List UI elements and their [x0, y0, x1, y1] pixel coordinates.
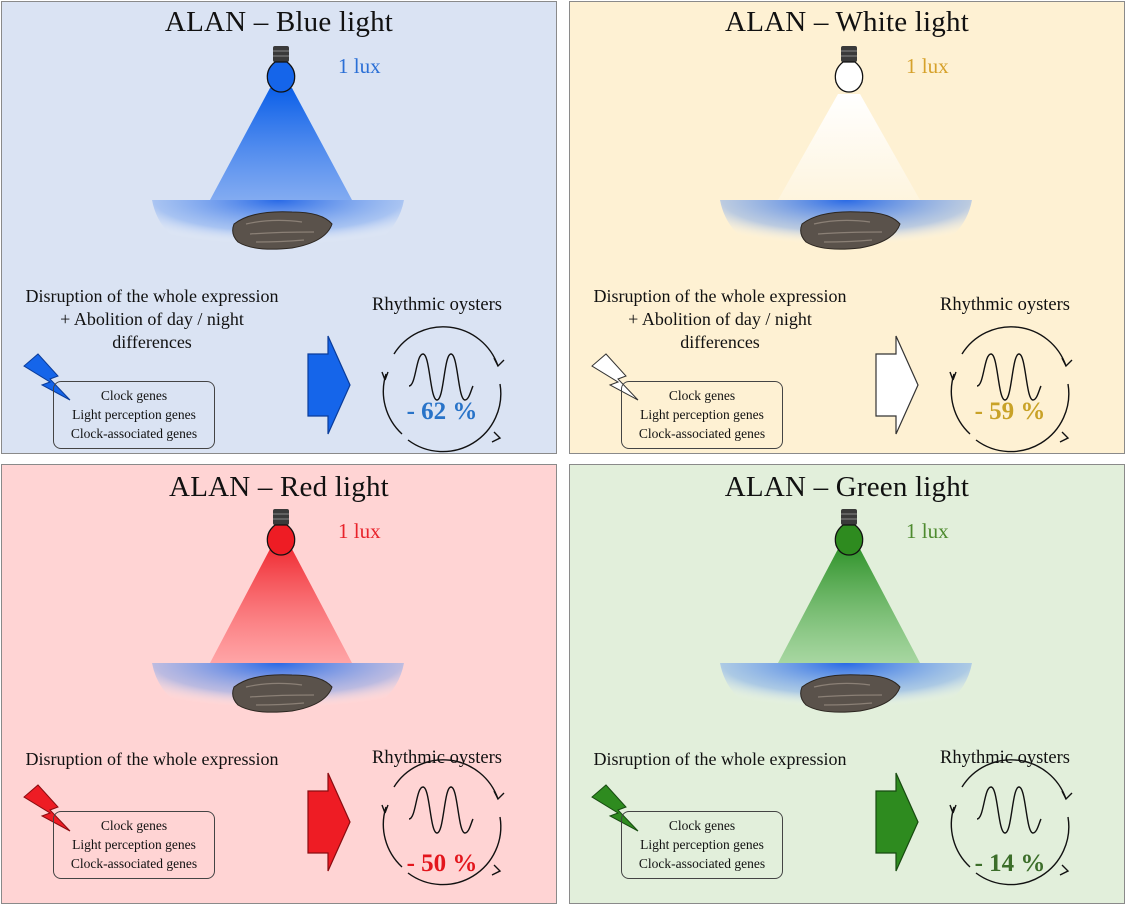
gene-item: Clock genes	[668, 818, 736, 833]
gene-item: Clock genes	[100, 388, 168, 403]
genes-box: Clock genes Light perception genes Clock…	[53, 381, 215, 449]
effect-description: Disruption of the whole expression	[572, 748, 868, 771]
effect-line: Disruption of the whole expression	[25, 749, 279, 769]
genes-box: Clock genes Light perception genes Clock…	[621, 381, 783, 449]
gene-item: Light perception genes	[72, 837, 196, 852]
gene-item: Clock-associated genes	[638, 856, 766, 871]
rhythm-label: Rhythmic oysters	[939, 295, 1070, 315]
rhythm-cycle-icon	[381, 759, 505, 886]
gene-item: Clock-associated genes	[638, 426, 766, 441]
panel-white-light: ALAN – White light 1 lux Disruption of t…	[569, 1, 1125, 454]
effect-arrow-icon	[307, 335, 351, 435]
effect-line: + Abolition of day / night	[60, 309, 244, 329]
gene-item: Light perception genes	[640, 407, 764, 422]
light-bulb-icon	[266, 46, 296, 93]
oyster-icon	[800, 211, 901, 250]
blue-light-scene	[23, 46, 505, 453]
effect-line: Disruption of the whole expression	[593, 749, 847, 769]
effect-description: Disruption of the whole expression + Abo…	[4, 285, 300, 354]
genes-box: Clock genes Light perception genes Clock…	[53, 811, 215, 879]
gene-item: Light perception genes	[640, 837, 764, 852]
effect-line: differences	[680, 332, 760, 352]
rhythmic-percent: - 14 %	[974, 850, 1046, 877]
gene-item: Clock-associated genes	[70, 856, 198, 871]
light-bulb-icon	[834, 509, 864, 556]
effect-arrow-icon	[875, 772, 919, 872]
panel-title: ALAN – Green light	[724, 471, 970, 503]
effect-arrow-icon	[307, 772, 351, 872]
effect-description: Disruption of the whole expression + Abo…	[572, 285, 868, 354]
rhythmic-percent: - 50 %	[406, 850, 478, 877]
gene-item: Clock genes	[668, 388, 736, 403]
effect-line: + Abolition of day / night	[628, 309, 812, 329]
rhythm-label: Rhythmic oysters	[371, 748, 502, 768]
lightning-icon	[23, 784, 71, 832]
panel-title: ALAN – Blue light	[164, 6, 394, 38]
genes-box: Clock genes Light perception genes Clock…	[621, 811, 783, 879]
lux-label: 1 lux	[338, 519, 381, 543]
lux-label: 1 lux	[906, 54, 949, 78]
lux-label: 1 lux	[906, 519, 949, 543]
effect-description: Disruption of the whole expression	[4, 748, 300, 771]
effect-line: differences	[112, 332, 192, 352]
panel-green-light: ALAN – Green light 1 lux Disruption of t…	[569, 464, 1125, 904]
effect-line: Disruption of the whole expression	[593, 286, 847, 306]
rhythm-label: Rhythmic oysters	[939, 748, 1070, 768]
panel-red-light: ALAN – Red light 1 lux Disruption of the…	[1, 464, 557, 904]
effect-line: Disruption of the whole expression	[25, 286, 279, 306]
effect-arrow-icon	[875, 335, 919, 435]
light-beam	[778, 94, 920, 200]
gene-item: Clock genes	[100, 818, 168, 833]
red-light-scene	[23, 509, 505, 886]
lux-label: 1 lux	[338, 54, 381, 78]
rhythm-cycle-icon	[949, 759, 1073, 886]
gene-item: Clock-associated genes	[70, 426, 198, 441]
rhythmic-percent: - 62 %	[406, 398, 478, 425]
panel-blue-light: ALAN – Blue light 1 lux Disruption of th…	[1, 1, 557, 454]
light-bulb-icon	[266, 509, 296, 556]
gene-item: Light perception genes	[72, 407, 196, 422]
lightning-icon	[591, 784, 639, 832]
panel-title: ALAN – Red light	[169, 471, 389, 503]
light-beam	[210, 549, 352, 663]
white-light-scene	[591, 46, 1073, 453]
panel-title: ALAN – White light	[725, 6, 969, 38]
green-light-scene	[591, 509, 1073, 886]
light-beam	[778, 549, 920, 663]
rhythm-cycle-icon	[381, 326, 505, 453]
oyster-icon	[232, 674, 333, 713]
light-beam	[210, 88, 352, 200]
oyster-icon	[800, 674, 901, 713]
oyster-icon	[232, 211, 333, 250]
rhythm-label: Rhythmic oysters	[371, 295, 502, 315]
rhythmic-percent: - 59 %	[974, 398, 1046, 425]
light-bulb-icon	[834, 46, 864, 93]
rhythm-cycle-icon	[949, 326, 1073, 453]
